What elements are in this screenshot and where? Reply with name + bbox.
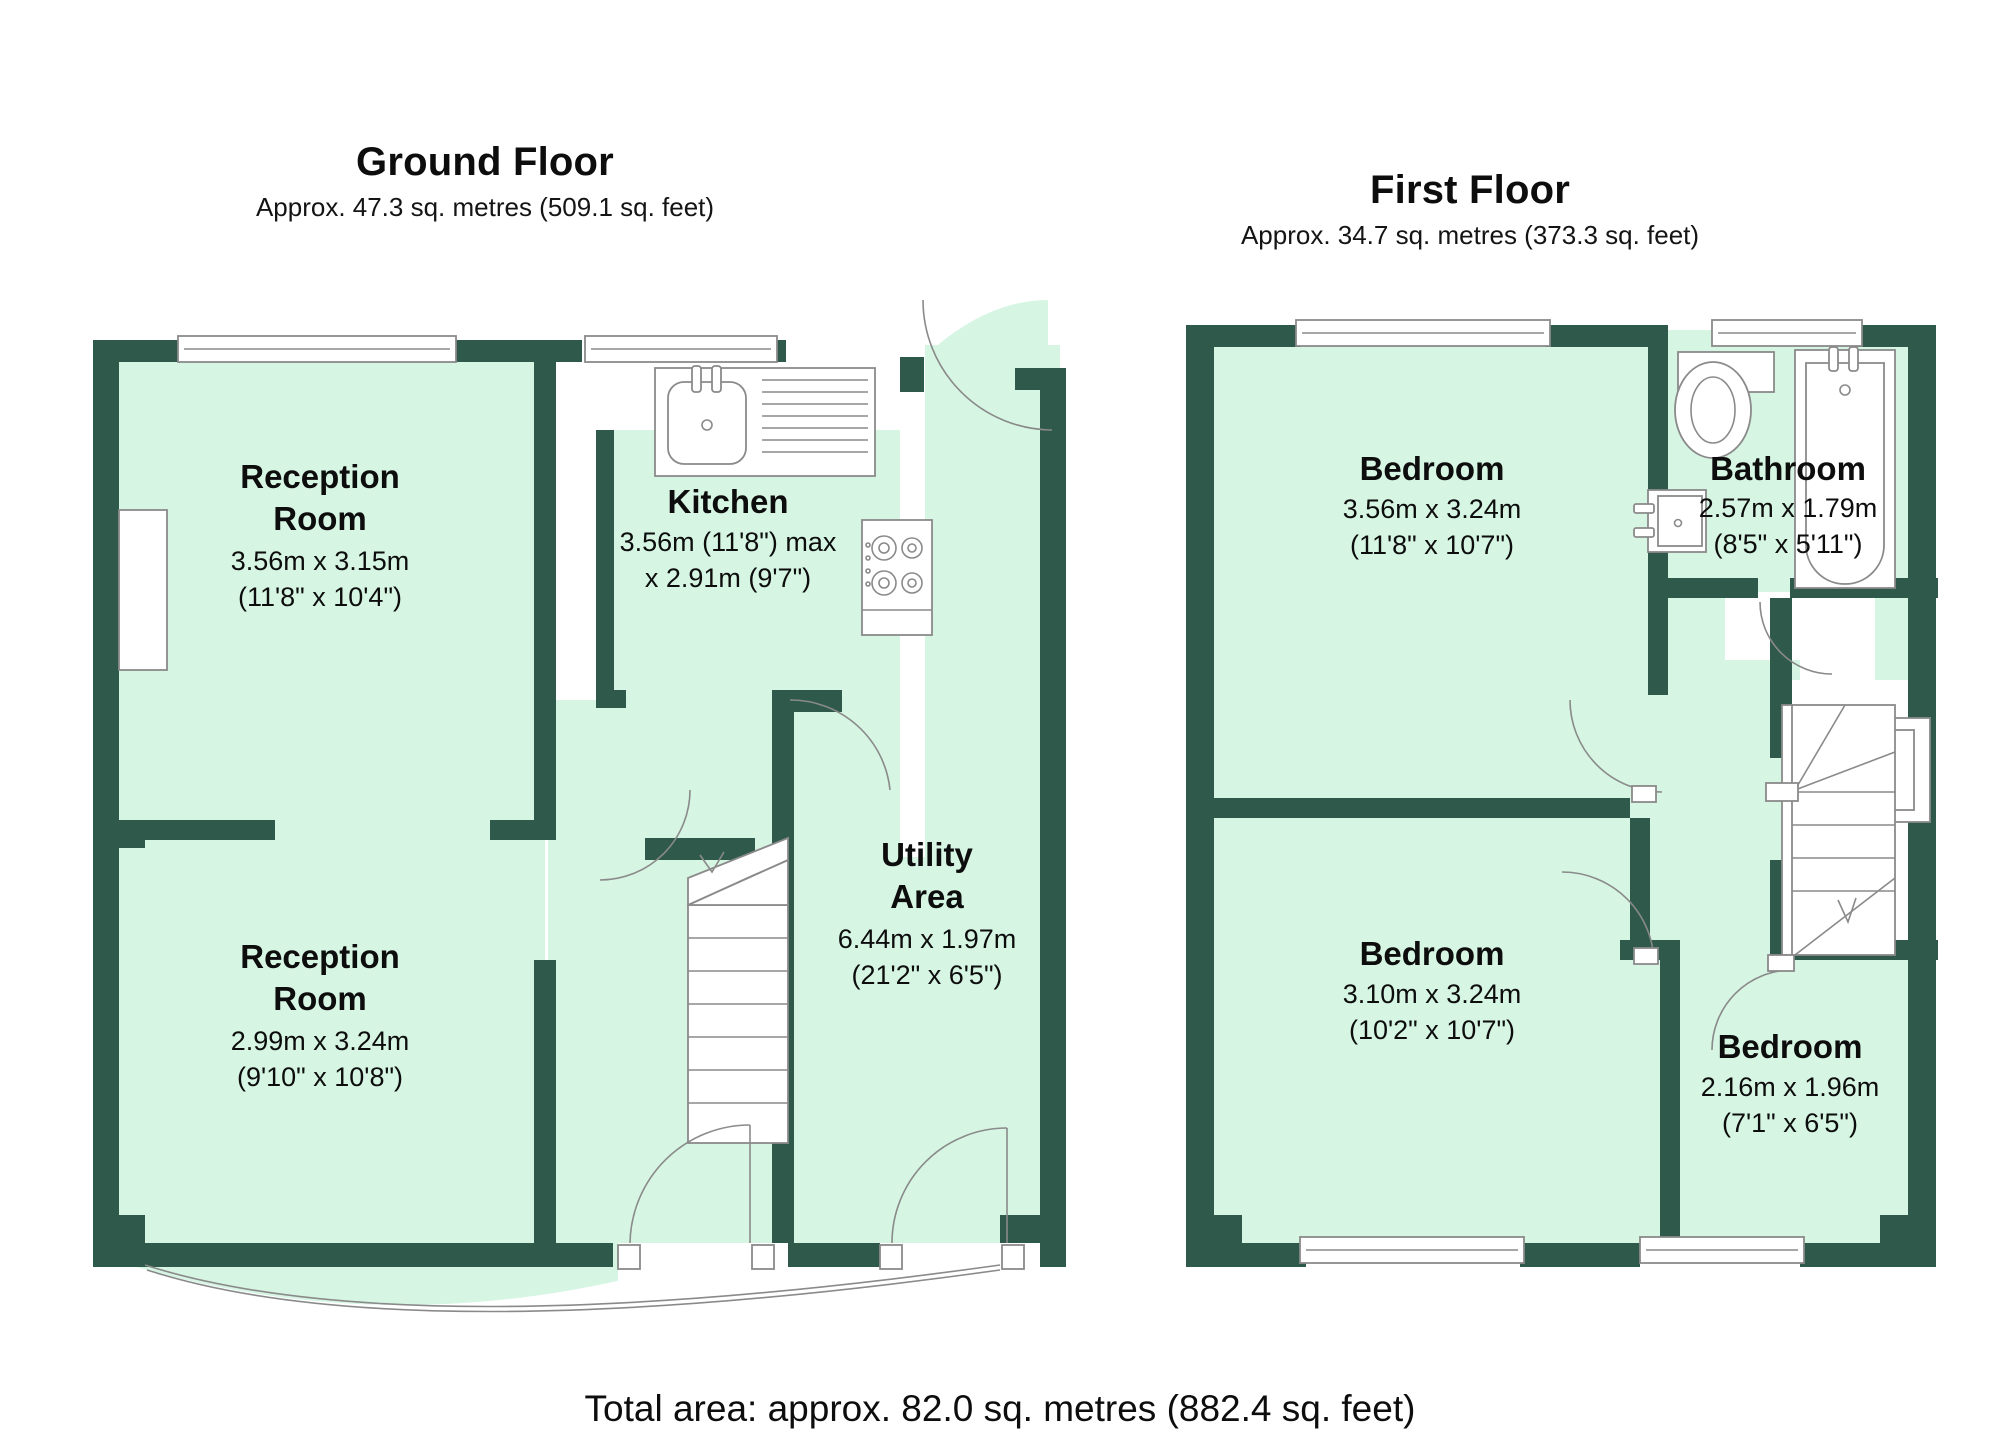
room-label-bedroom-2-metric: 3.10m x 3.24m — [1343, 979, 1522, 1009]
ground-floor-header: Ground Floor Approx. 47.3 sq. metres (50… — [210, 140, 760, 223]
room-label-utility-name: Utility — [881, 836, 973, 873]
ground-white-voids — [545, 345, 925, 857]
room-label-reception-2-imperial: (9'10" x 10'8") — [237, 1062, 403, 1092]
first-floor-area: Approx. 34.7 sq. metres (373.3 sq. feet) — [1240, 220, 1700, 250]
room-label-bathroom-metric: 2.57m x 1.79m — [1699, 493, 1878, 523]
first-staircase — [1765, 704, 1896, 956]
ground-room-labels: Reception Room 3.56m x 3.15m (11'8" x 10… — [231, 458, 1017, 1092]
first-floor-header: First Floor Approx. 34.7 sq. metres (373… — [1190, 168, 1750, 251]
total-area-label: Total area: approx. 82.0 sq. metres (882… — [584, 1388, 1416, 1429]
first-room-fills — [1200, 330, 1923, 1260]
ground-room-fills — [100, 300, 1060, 1305]
first-room-labels: Bedroom 3.56m x 3.24m (11'8" x 10'7") Ba… — [1343, 450, 1880, 1138]
bay-window — [144, 1264, 1001, 1313]
room-label-reception-2-name2: Room — [273, 980, 367, 1017]
room-label-bedroom-2-name: Bedroom — [1360, 935, 1505, 972]
room-label-bathroom-imperial: (8'5" x 5'11") — [1713, 529, 1862, 559]
room-label-bedroom-2-imperial: (10'2" x 10'7") — [1349, 1015, 1515, 1045]
room-label-bedroom-3-metric: 2.16m x 1.96m — [1701, 1072, 1880, 1102]
first-doors — [1561, 601, 1833, 1051]
room-label-bathroom-name: Bathroom — [1710, 450, 1866, 487]
ground-floor-plan: Reception Room 3.56m x 3.15m (11'8" x 10… — [93, 299, 1066, 1313]
room-label-reception-2-metric: 2.99m x 3.24m — [231, 1026, 410, 1056]
kitchen-drainer — [762, 379, 868, 453]
room-label-bedroom-1-metric: 3.56m x 3.24m — [1343, 494, 1522, 524]
room-label-reception-1-imperial: (11'8" x 10'4") — [238, 582, 402, 612]
room-label-kitchen-metric: 3.56m (11'8") max — [620, 527, 837, 557]
ground-staircase — [687, 836, 789, 1144]
room-label-bedroom-1-name: Bedroom — [1360, 450, 1505, 487]
room-label-utility-metric: 6.44m x 1.97m — [838, 924, 1017, 954]
ground-floor-area: Approx. 47.3 sq. metres (509.1 sq. feet) — [255, 192, 715, 222]
room-label-reception-1-name2: Room — [273, 500, 367, 537]
bathroom-fixtures — [1633, 346, 1896, 589]
first-windows — [1295, 319, 1931, 1264]
room-label-kitchen-name: Kitchen — [667, 483, 788, 520]
ground-outer-walls — [93, 340, 1066, 1267]
ground-floor-title: Ground Floor — [356, 140, 614, 184]
first-white-voids — [1790, 680, 1930, 960]
first-floor-title: First Floor — [1370, 168, 1570, 212]
room-label-utility-imperial: (21'2" x 6'5") — [851, 960, 1002, 990]
kitchen-fixtures — [654, 365, 933, 636]
room-label-kitchen-imperial: x 2.91m (9'7") — [645, 563, 811, 593]
ground-doors — [599, 299, 1053, 1283]
first-interior-walls — [1200, 325, 1938, 1255]
room-label-reception-1-name: Reception — [240, 458, 400, 495]
room-label-bedroom-3-name: Bedroom — [1718, 1028, 1863, 1065]
room-label-reception-2-name: Reception — [240, 938, 400, 975]
first-floor-plan: Bedroom 3.56m x 3.24m (11'8" x 10'7") Ba… — [1186, 319, 1938, 1267]
room-label-reception-1-metric: 3.56m x 3.15m — [231, 546, 410, 576]
first-outer-walls — [1186, 325, 1936, 1267]
ground-windows — [118, 335, 778, 671]
room-label-utility-name2: Area — [890, 878, 964, 915]
room-label-bedroom-1-imperial: (11'8" x 10'7") — [1350, 530, 1514, 560]
ground-interior-walls — [105, 340, 924, 1265]
room-label-bedroom-3-imperial: (7'1" x 6'5") — [1722, 1108, 1858, 1138]
